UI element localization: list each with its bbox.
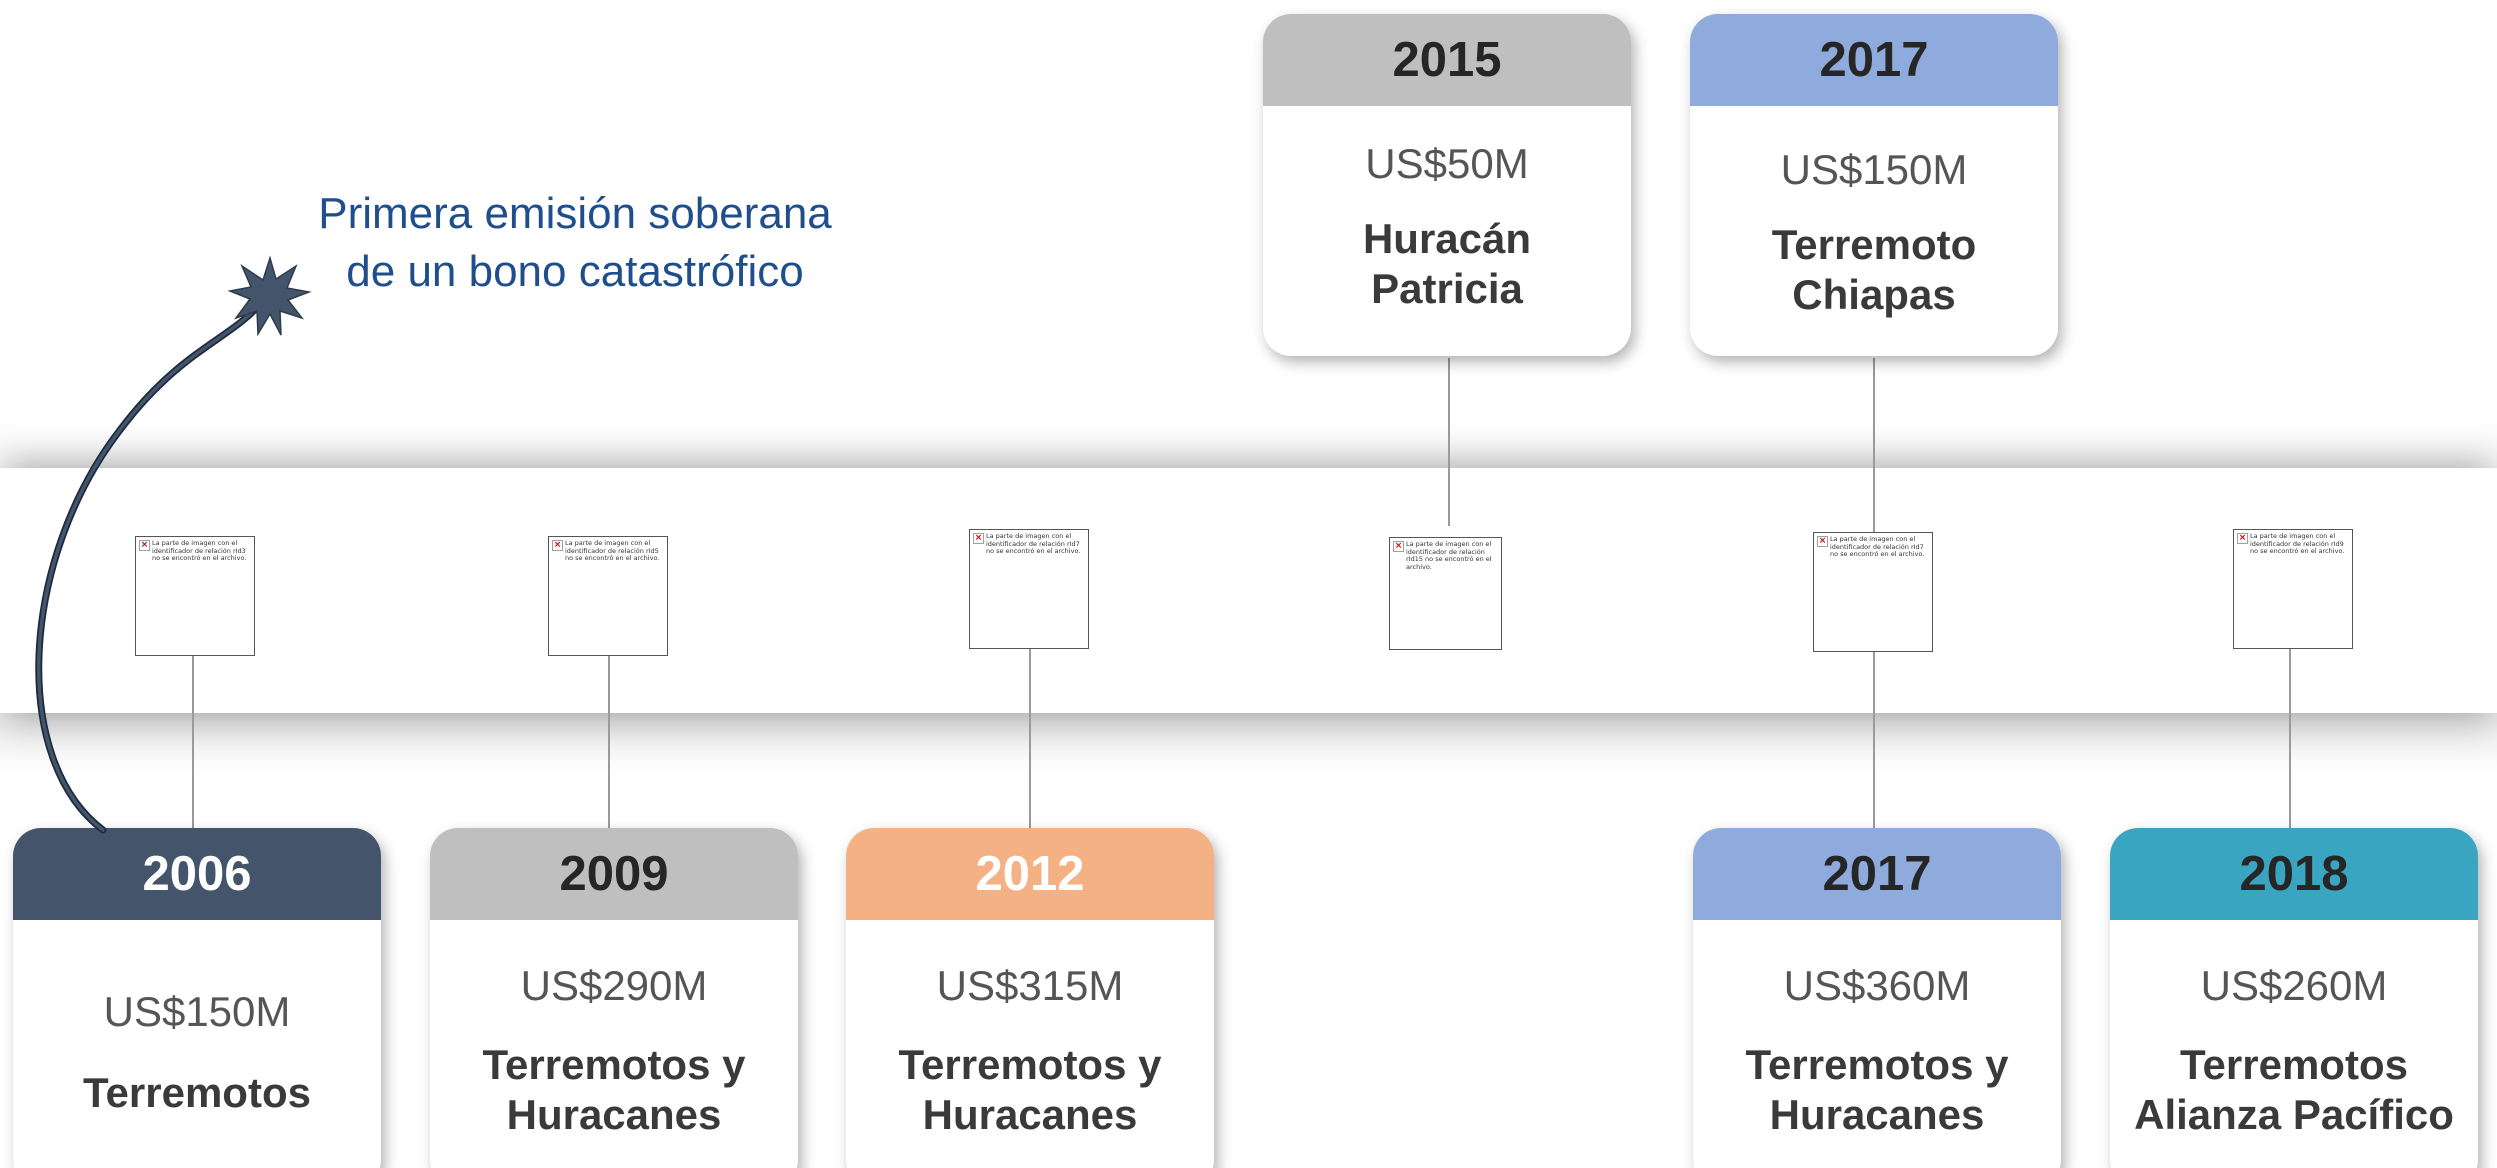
image-placeholder: × La parte de imagen con el identificado… (1389, 537, 1502, 650)
card-year-header: 2017 (1690, 14, 2058, 106)
card-year: 2015 (1392, 33, 1502, 87)
card-amount: US$260M (2200, 962, 2388, 1009)
card-body: US$150M Terremoto Chiapas (1690, 146, 2058, 320)
connector-2006 (192, 656, 194, 828)
placeholder-text: La parte de imagen con el identificador … (152, 539, 247, 562)
card-amount: US$150M (103, 988, 291, 1035)
broken-image-icon: × (973, 533, 984, 544)
card-label: Terremoto Chiapas (1690, 220, 2058, 320)
card-label-line1: Terremoto (1771, 221, 1977, 268)
card-body: US$50M Huracán Patricia (1263, 140, 1631, 314)
card-year-header: 2006 (13, 828, 381, 920)
card-year: 2012 (975, 847, 1085, 901)
card-year-header: 2012 (846, 828, 1214, 920)
card-year: 2018 (2239, 847, 2349, 901)
broken-image-icon: × (139, 540, 150, 551)
annotation-line1: Primera emisión soberana (318, 189, 832, 238)
card-label-line2: Huracanes (1769, 1091, 1985, 1138)
connector-2012 (1029, 649, 1031, 828)
annotation-text: Primera emisión soberana de un bono cata… (295, 185, 855, 301)
card-label: Terremotos (13, 1068, 381, 1118)
card-label-line2: Huracanes (506, 1091, 722, 1138)
card-body: US$360M Terremotos y Huracanes (1693, 962, 2061, 1140)
card-body: US$150M Terremotos (13, 988, 381, 1118)
card-label-line1: Terremotos y (898, 1041, 1162, 1088)
connector-2018 (2289, 649, 2291, 828)
card-label: Terremotos y Huracanes (1693, 1040, 2061, 1140)
event-card-2018: 2018 US$260M Terremotos Alianza Pacífico (2110, 828, 2478, 1168)
connector-2017-top (1873, 358, 1875, 532)
connector-2015 (1448, 358, 1450, 526)
card-label-line1: Terremotos (2180, 1041, 2408, 1088)
image-placeholder: × La parte de imagen con el identificado… (2233, 529, 2353, 649)
card-amount: US$290M (520, 962, 708, 1009)
broken-image-icon: × (2237, 533, 2248, 544)
image-placeholder: × La parte de imagen con el identificado… (969, 529, 1089, 649)
placeholder-text: La parte de imagen con el identificador … (1406, 540, 1492, 571)
band-shadow-top (0, 420, 2497, 468)
card-label-line2: Alianza Pacífico (2134, 1091, 2454, 1138)
card-label: Terremotos Alianza Pacífico (2110, 1040, 2478, 1140)
arrow-curve (37, 300, 264, 832)
arrow-curve-outline (35, 298, 266, 834)
card-label-line2: Huracanes (922, 1091, 1138, 1138)
card-amount: US$150M (1780, 146, 1968, 193)
card-year: 2017 (1822, 847, 1932, 901)
event-card-2009: 2009 US$290M Terremotos y Huracanes (430, 828, 798, 1168)
card-label-line1: Huracán (1362, 215, 1532, 262)
event-card-2015: 2015 US$50M Huracán Patricia (1263, 14, 1631, 356)
broken-image-icon: × (1393, 541, 1404, 552)
card-label-line1: Terremotos y (1745, 1041, 2009, 1088)
connector-2009 (608, 656, 610, 828)
event-card-2006: 2006 US$150M Terremotos (13, 828, 381, 1168)
placeholder-text: La parte de imagen con el identificador … (2250, 532, 2345, 555)
burst-icon (227, 255, 312, 337)
card-amount: US$50M (1365, 140, 1529, 187)
card-label-line2: Patricia (1371, 265, 1523, 312)
event-card-2012: 2012 US$315M Terremotos y Huracanes (846, 828, 1214, 1168)
placeholder-text: La parte de imagen con el identificador … (1830, 535, 1925, 558)
card-body: US$290M Terremotos y Huracanes (430, 962, 798, 1140)
event-card-2017-bottom: 2017 US$360M Terremotos y Huracanes (1693, 828, 2061, 1168)
event-card-2017-top: 2017 US$150M Terremoto Chiapas (1690, 14, 2058, 356)
image-placeholder: × La parte de imagen con el identificado… (135, 536, 255, 656)
broken-image-icon: × (552, 540, 563, 551)
placeholder-text: La parte de imagen con el identificador … (565, 539, 660, 562)
image-placeholder: × La parte de imagen con el identificado… (548, 536, 668, 656)
timeline-band (0, 468, 2497, 713)
card-label-line1: Terremotos y (482, 1041, 746, 1088)
card-amount: US$315M (936, 962, 1124, 1009)
card-year-header: 2018 (2110, 828, 2478, 920)
card-year-header: 2017 (1693, 828, 2061, 920)
card-label: Huracán Patricia (1263, 214, 1631, 314)
broken-image-icon: × (1817, 536, 1828, 547)
card-amount: US$360M (1783, 962, 1971, 1009)
card-year: 2017 (1819, 33, 1929, 87)
card-year: 2006 (142, 847, 252, 901)
placeholder-text: La parte de imagen con el identificador … (986, 532, 1081, 555)
card-label-line1: Terremotos (83, 1069, 311, 1116)
connector-2017-bottom (1873, 652, 1875, 828)
card-label-line2: Chiapas (1792, 271, 1956, 318)
card-label: Terremotos y Huracanes (846, 1040, 1214, 1140)
band-shadow-bottom (0, 713, 2497, 773)
image-placeholder: × La parte de imagen con el identificado… (1813, 532, 1933, 652)
annotation-line2: de un bono catastrófico (346, 247, 804, 296)
card-body: US$315M Terremotos y Huracanes (846, 962, 1214, 1140)
card-year-header: 2009 (430, 828, 798, 920)
card-label: Terremotos y Huracanes (430, 1040, 798, 1140)
card-year-header: 2015 (1263, 14, 1631, 106)
card-body: US$260M Terremotos Alianza Pacífico (2110, 962, 2478, 1140)
card-year: 2009 (559, 847, 669, 901)
